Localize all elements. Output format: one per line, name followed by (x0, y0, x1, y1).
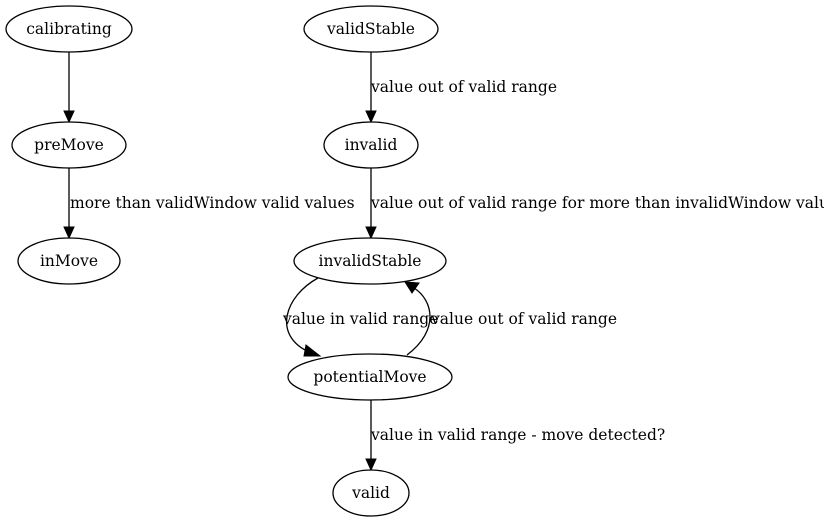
edge-validstable-to-invalid-label: value out of valid range (370, 78, 557, 96)
arrowhead-icon (63, 226, 75, 240)
node-calibrating: calibrating (5, 5, 133, 53)
edge-potentialmove-to-invalidstable: value out of valid range (404, 281, 617, 356)
node-premove: preMove (11, 121, 127, 169)
node-potentialmove-label: potentialMove (313, 368, 426, 386)
edge-validstable-to-invalid: value out of valid range (365, 52, 557, 124)
edge-potentialmove-to-valid-label: value in valid range - move detected? (370, 426, 665, 444)
node-invalid: invalid (323, 121, 419, 169)
node-invalidstable-label: invalidStable (319, 252, 422, 270)
node-inmove-label: inMove (40, 252, 98, 270)
edge-invalidstable-to-potentialmove: value in valid range (282, 277, 438, 357)
arrowhead-icon (365, 226, 377, 240)
arrowhead-icon (404, 281, 420, 294)
node-inmove: inMove (17, 237, 121, 285)
node-premove-label: preMove (34, 136, 104, 154)
node-valid: valid (332, 469, 410, 517)
arrowhead-icon (63, 110, 75, 124)
arrowhead-icon (365, 458, 377, 472)
node-valid-label: valid (351, 484, 390, 502)
edge-premove-to-inmove: more than validWindow valid values (63, 168, 355, 240)
node-calibrating-label: calibrating (26, 20, 112, 38)
edge-premove-to-inmove-label: more than validWindow valid values (70, 194, 355, 212)
node-potentialmove: potentialMove (287, 353, 453, 401)
edge-potentialmove-to-invalidstable-label: value out of valid range (430, 310, 617, 328)
node-invalidstable: invalidStable (293, 237, 447, 285)
edge-potentialmove-to-valid: value in valid range - move detected? (365, 400, 665, 472)
edge-invalidstable-to-potentialmove-label: value in valid range (282, 310, 438, 328)
edge-calibrating-to-premove (63, 52, 75, 124)
node-validstable-label: validStable (326, 20, 415, 38)
edge-invalid-to-invalidstable-label: value out of valid range for more than i… (370, 194, 824, 212)
edge-invalid-to-invalidstable: value out of valid range for more than i… (365, 168, 824, 240)
node-validstable: validStable (303, 5, 439, 53)
node-invalid-label: invalid (345, 136, 398, 154)
arrowhead-icon (365, 110, 377, 124)
arrowhead-icon (303, 344, 322, 357)
